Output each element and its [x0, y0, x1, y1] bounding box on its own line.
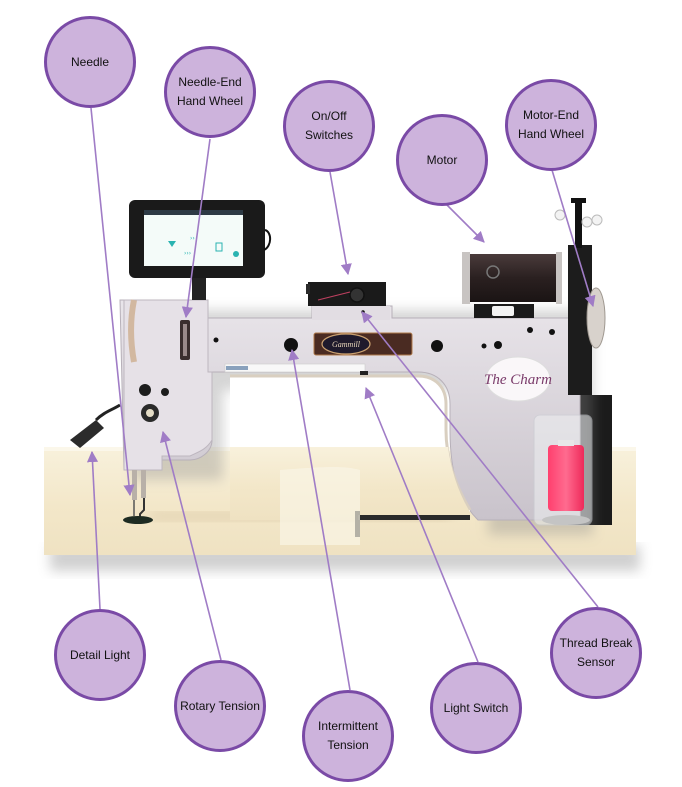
throat-board	[280, 467, 360, 545]
leader-line-motor-end-hand-wheel	[551, 169, 596, 308]
brand-plate-oval	[321, 333, 371, 355]
presser-bar	[141, 470, 146, 498]
switch-box-tab	[306, 284, 310, 294]
motor	[470, 254, 556, 302]
arm-rivet	[213, 337, 219, 343]
callout-needle-end-hand-wheel: Needle-End Hand Wheel	[164, 46, 256, 138]
leader-line-light-switch	[364, 386, 479, 663]
tablet-mount	[192, 278, 206, 300]
arm-rivet	[527, 327, 533, 333]
callout-label: Light Switch	[443, 700, 509, 715]
spool-top	[558, 440, 574, 446]
leader-line-rotary-tension	[160, 430, 222, 661]
hopping-foot	[123, 516, 153, 524]
callout-thread-break-sensor: Thread Break Sensor	[550, 607, 642, 699]
charm-logo	[485, 356, 551, 402]
leader-line-thread-break-sensor	[361, 311, 599, 608]
callout-rotary-tension: Rotary Tension	[174, 660, 266, 752]
callout-needle: Needle	[44, 16, 136, 108]
tablet-cable	[263, 229, 272, 251]
throat-edge	[230, 374, 472, 511]
needle-head	[123, 299, 213, 471]
callout-intermittent-tension: Intermittent Tension	[302, 690, 394, 782]
spool-base	[542, 515, 590, 525]
thread-post	[575, 198, 582, 248]
leader-line-detail-light	[86, 450, 101, 610]
tablet-icon-dot	[233, 251, 239, 257]
leader-line-needle-end-hand-wheel	[181, 138, 211, 319]
callout-light-switch: Light Switch	[430, 662, 522, 754]
leader-line-needle	[90, 107, 135, 497]
callout-label: Rotary Tension	[180, 698, 260, 713]
callout-detail-light: Detail Light	[54, 609, 146, 701]
tablet-icon-arrows: ››	[190, 235, 195, 242]
arm-rivet	[549, 329, 555, 335]
thread-guide	[591, 214, 603, 226]
callout-label: Needle-End Hand Wheel	[176, 75, 244, 108]
callout-label: Motor	[426, 152, 458, 167]
charm-logo-text: The Charm	[484, 372, 552, 388]
head-knob-small	[161, 388, 169, 396]
callout-on-off-switches: On/Off Switches	[283, 80, 375, 172]
switch-box-base	[312, 306, 390, 320]
motor-port	[486, 265, 500, 279]
head-knob	[139, 384, 151, 396]
thread-guide	[554, 209, 566, 221]
thread-guide-bracket	[128, 299, 137, 363]
leader-line-intermittent-tension	[288, 348, 351, 691]
leader-line-motor	[446, 204, 485, 243]
rotary-tension-center	[146, 409, 154, 417]
detail-light	[70, 420, 104, 448]
callout-label: Detail Light	[69, 647, 131, 662]
tablet-status-bar	[144, 210, 243, 215]
light-bar-label	[226, 366, 248, 370]
arm-rivet	[481, 343, 487, 349]
tablet-icon	[168, 241, 176, 247]
motor-pulley	[492, 306, 514, 316]
motor-endcap-right	[556, 252, 562, 304]
thread-post-cap	[571, 198, 586, 203]
intermittent-tension-knob	[284, 338, 298, 352]
thread-line	[317, 291, 351, 301]
thread-spool	[548, 445, 584, 511]
callout-label: Needle	[70, 54, 110, 69]
callout-label: Motor-End Hand Wheel	[517, 108, 585, 141]
arm-knob	[431, 340, 443, 352]
handlebar-rail	[358, 515, 470, 520]
callout-label: Intermittent Tension	[317, 719, 379, 752]
machine-frame	[119, 299, 581, 521]
switch-box	[308, 282, 386, 306]
motor-endcap	[462, 252, 470, 304]
thread-guide	[581, 216, 593, 228]
callout-label: On/Off Switches	[304, 109, 354, 142]
leader-lines	[86, 107, 599, 691]
hand-wheel-glint	[183, 324, 187, 356]
arm-rivet	[494, 341, 502, 349]
leader-line-on-off-switches	[329, 171, 352, 276]
callout-motor: Motor	[396, 114, 488, 206]
tablet-icon-arrows-2: ›››	[184, 250, 191, 257]
tablet-icon-box	[215, 242, 223, 252]
brand-plate-text: Gammill	[332, 340, 361, 349]
on-off-switch	[349, 287, 365, 303]
needle-bar	[132, 470, 137, 500]
detail-light-cable	[94, 403, 121, 422]
callout-motor-end-hand-wheel: Motor-End Hand Wheel	[505, 79, 597, 171]
light-switch	[360, 371, 368, 375]
callout-label: Thread Break Sensor	[559, 636, 633, 669]
